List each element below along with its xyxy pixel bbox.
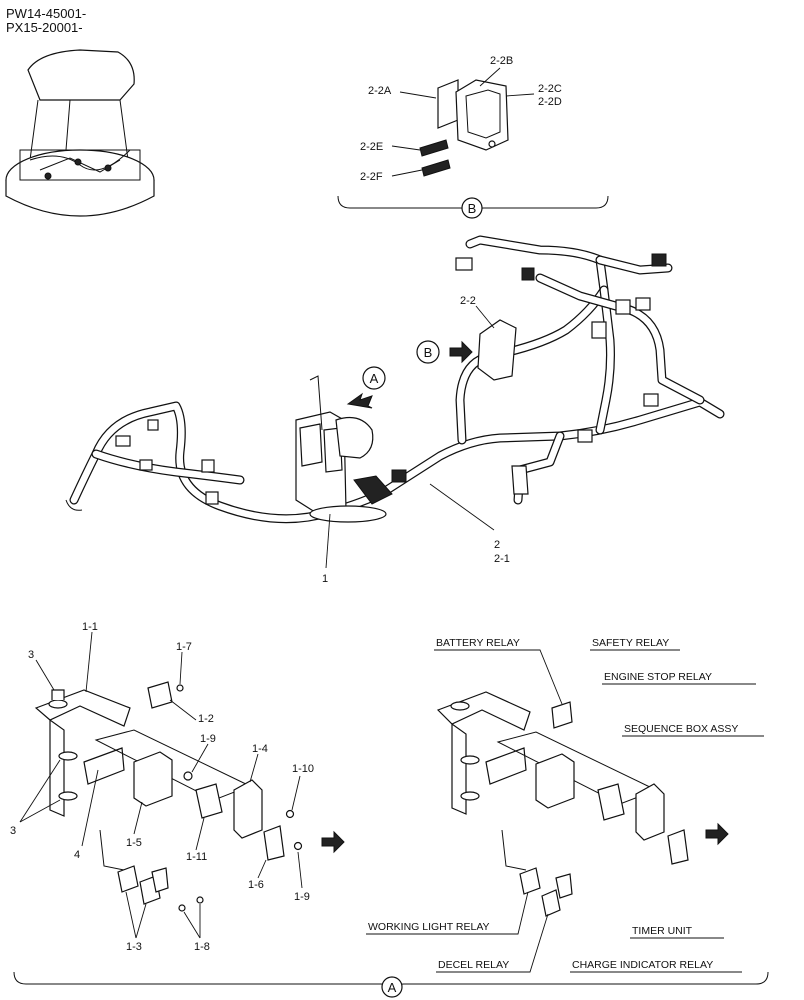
detail-a-brace: A xyxy=(13,971,769,998)
label-1-7: 1-7 xyxy=(176,641,192,653)
decel-relay xyxy=(541,889,561,917)
marker-a: A xyxy=(370,371,379,386)
timer-1-6 xyxy=(263,825,285,861)
label-charge-indicator-relay: CHARGE INDICATOR RELAY xyxy=(572,959,713,971)
bolt-1-10 xyxy=(285,809,295,819)
relay-1-2 xyxy=(147,681,173,709)
arrow-a-icon xyxy=(346,392,373,409)
marker-b: B xyxy=(424,345,433,360)
connector xyxy=(115,435,131,447)
machine-thumbnail xyxy=(5,49,155,217)
label-2-2: 2-2 xyxy=(460,295,476,307)
screw-1-7 xyxy=(176,684,184,692)
connector xyxy=(201,459,215,473)
relay-gasket xyxy=(437,79,459,129)
connector xyxy=(511,465,529,495)
label-2: 2 xyxy=(494,539,500,551)
nut-1-9 xyxy=(183,771,193,781)
detail-a-right: BATTERY RELAY SAFETY RELAY ENGINE STOP R… xyxy=(366,637,764,973)
label-2-2f: 2-2F xyxy=(360,171,383,183)
label-2-2d: 2-2D xyxy=(538,96,562,108)
relay-1-11 xyxy=(195,783,223,819)
label-timer-unit: TIMER UNIT xyxy=(632,925,693,937)
connector xyxy=(651,253,667,267)
connector xyxy=(391,469,407,483)
main-harness-view: A B 2-2 2 2-1 1 xyxy=(65,235,725,585)
battery-relay xyxy=(551,701,573,729)
connector xyxy=(577,429,593,443)
harness-bracket xyxy=(477,319,517,381)
fuse-e xyxy=(419,139,449,157)
charge-indicator-relay xyxy=(555,873,573,899)
label-2-2c: 2-2C xyxy=(538,83,562,95)
relay-1-3 xyxy=(151,867,169,893)
screw-1-8 xyxy=(178,904,186,912)
label-2-2e: 2-2E xyxy=(360,141,383,153)
connector xyxy=(139,459,153,471)
connector xyxy=(147,419,159,431)
sequence-box-1-4 xyxy=(233,779,263,839)
connector xyxy=(591,321,607,339)
label-decel-relay: DECEL RELAY xyxy=(438,959,509,971)
connector xyxy=(643,393,659,407)
detail-a-marker: A xyxy=(388,980,397,995)
connector xyxy=(205,491,219,505)
connector xyxy=(635,297,651,311)
relay-1-5 xyxy=(133,751,173,807)
label-1-8: 1-8 xyxy=(194,941,210,953)
label-1-3: 1-3 xyxy=(126,941,142,953)
label-2-2a: 2-2A xyxy=(368,85,392,97)
label-working-light-relay: WORKING LIGHT RELAY xyxy=(368,921,490,933)
label-engine-stop-relay: ENGINE STOP RELAY xyxy=(604,671,712,683)
label-1-9-lower: 1-9 xyxy=(294,891,310,903)
label-1-1: 1-1 xyxy=(82,621,98,633)
serial-number-1: PW14-45001- xyxy=(6,6,86,21)
label-2-1: 2-1 xyxy=(494,553,510,565)
arrow-view-icon xyxy=(321,830,345,854)
label-1-2: 1-2 xyxy=(198,713,214,725)
bushing-3 xyxy=(58,751,78,761)
label-2-2b: 2-2B xyxy=(490,55,513,67)
connector xyxy=(455,257,473,271)
connector xyxy=(521,267,535,281)
label-1-11: 1-11 xyxy=(186,851,207,863)
label-safety-relay: SAFETY RELAY xyxy=(592,637,669,649)
label-3: 3 xyxy=(28,649,34,661)
label-1-9: 1-9 xyxy=(200,733,216,745)
bolt-1-9 xyxy=(293,841,303,851)
label-1-10: 1-10 xyxy=(292,763,314,775)
label-1: 1 xyxy=(322,573,328,585)
relay-1-3 xyxy=(117,865,139,893)
plate-4 xyxy=(83,747,125,785)
safety-relay xyxy=(535,753,575,809)
timer-unit xyxy=(667,829,689,865)
bushing-3 xyxy=(48,699,68,709)
label-1-4: 1-4 xyxy=(252,743,268,755)
label-4: 4 xyxy=(74,849,80,861)
connector xyxy=(615,299,631,315)
label-1-5: 1-5 xyxy=(126,837,142,849)
working-light-relay xyxy=(519,867,541,895)
engine-stop-relay xyxy=(597,783,625,821)
sequence-box-assy xyxy=(635,783,665,841)
arrow-view-icon xyxy=(705,822,729,846)
fuse-f xyxy=(421,159,451,177)
detail-b: 2-2A 2-2B 2-2C 2-2D 2-2E 2-2F B xyxy=(337,55,609,219)
screw-1-8 xyxy=(196,896,204,904)
detail-a-left: 1-1 1-7 3 1-2 1-9 1-4 1-10 3 4 1-5 1-11 … xyxy=(10,621,345,953)
label-1-6: 1-6 xyxy=(248,879,264,891)
detail-b-marker: B xyxy=(468,201,477,216)
label-battery-relay: BATTERY RELAY xyxy=(436,637,520,649)
arrow-b-icon xyxy=(449,340,473,364)
label-sequence-box-assy: SEQUENCE BOX ASSY xyxy=(624,723,738,735)
label-3-lower: 3 xyxy=(10,825,16,837)
serial-number-2: PX15-20001- xyxy=(6,20,83,35)
bushing-3 xyxy=(58,791,78,801)
